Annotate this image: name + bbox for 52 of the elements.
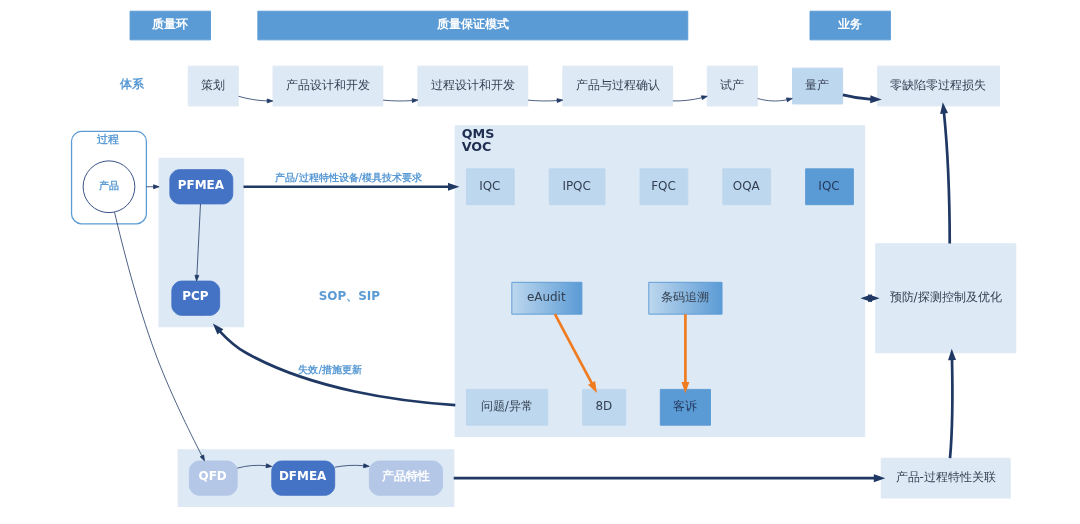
node-box: OQA [721,168,771,206]
node-box: 产品特性 [368,460,443,496]
cluster [177,449,454,508]
node-box: 量产 [791,67,843,105]
node-box: 零缺陷零过程损失 [876,65,1000,107]
node-box: 产品设计和开发 [272,65,383,107]
node-box: 产品与过程确认 [561,65,673,107]
node-box: PFMEA [168,169,233,205]
node-box: 预防/探测控制及优化 [874,243,1016,354]
node-box: IQC [465,168,515,206]
node-box: 过程设计和开发 [416,65,528,107]
node-box: 问题/异常 [465,388,548,426]
arrow [947,348,956,459]
arrow [939,102,951,244]
label: 体系 [119,77,144,92]
arrow [756,97,793,103]
arrow [527,98,563,103]
node-box: 业务 [809,10,891,41]
arrow [194,203,201,282]
node-box: IPQC [548,168,605,206]
arrow [236,463,272,469]
node-box: 条码追溯 [647,281,722,315]
node-box: 质量环 [129,10,211,41]
edge-label: 失效/措施更新 [297,362,362,375]
node-box: QFD [188,460,238,496]
node-box: 客诉 [659,388,711,426]
node-box: 8D [581,388,626,426]
arrow [553,313,597,393]
node-box: 试产 [706,65,758,107]
node-box: IQC [804,168,854,206]
arrow [333,463,370,469]
node-box: 产品-过程特性关联 [880,457,1011,499]
edge-label: 产品/过程特性设备/模具技术要求 [274,170,422,183]
arrow [453,474,885,483]
arrow [212,323,455,407]
node-box: PCP [170,280,220,316]
label: SOP、SIP [318,289,380,304]
node-box: FQC [639,168,688,206]
arrow [680,314,689,394]
arrow [842,93,882,104]
node-box: DFMEA [270,460,335,496]
cluster [158,157,244,328]
node-box: 策划 [187,65,239,107]
node-box: eAudit [510,281,582,315]
arrow [671,95,708,102]
arrow [382,98,418,103]
node-box: 质量保证模式 [256,10,688,41]
node-circle: 产品 [82,160,135,214]
arrow [237,95,273,104]
arrow [113,211,205,462]
arrow [243,182,459,191]
arrow [145,184,160,190]
